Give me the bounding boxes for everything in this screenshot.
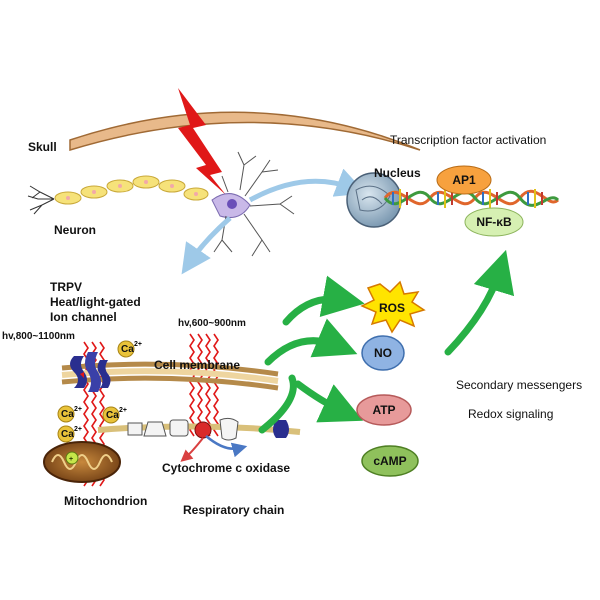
green-arrows — [258, 249, 515, 434]
redox-signaling-label: Redox signaling — [468, 407, 553, 421]
camp-label: cAMP — [373, 454, 406, 468]
mitochondrion-label: Mitochondrion — [64, 494, 147, 508]
skull-label: Skull — [28, 140, 57, 154]
camp-shape — [361, 445, 419, 477]
ap1-label: AP1 — [452, 173, 476, 187]
dna-helix — [383, 189, 560, 208]
ros-burst-icon — [360, 280, 426, 334]
no-label: NO — [374, 346, 392, 360]
skull — [69, 111, 421, 152]
ion-channel-label: Ion channel — [50, 310, 117, 324]
respiratory-label: Respiratory chain — [183, 503, 284, 517]
svg-text:2+: 2+ — [119, 407, 127, 414]
nfkb-label: NF-κB — [476, 215, 512, 229]
nfkb-shape — [464, 207, 524, 237]
trpv-channel-icon — [70, 352, 111, 392]
trpv-label: TRPV — [50, 280, 82, 294]
svg-text:+: + — [69, 456, 73, 463]
hv-short-label: hv,600~900nm — [178, 318, 246, 329]
secondary-messengers-label: Secondary messengers — [456, 378, 582, 392]
svg-text:2+: 2+ — [74, 426, 82, 433]
cytochrome-label: Cytochrome c oxidase — [162, 461, 290, 475]
svg-text:2+: 2+ — [134, 341, 142, 348]
light-wave-right-icon — [189, 333, 219, 437]
neuron — [27, 151, 295, 257]
cco-red-arrow — [180, 437, 204, 462]
hv-long-label: hv,800~1100nm — [2, 331, 75, 342]
atp-label: ATP — [372, 403, 395, 417]
lightning-bolt-icon — [178, 88, 226, 195]
cco-blue-arrow — [205, 435, 248, 458]
no-shape — [361, 335, 405, 371]
transcription-label: Transcription factor activation — [390, 133, 546, 147]
cell-membrane-label: Cell membrane — [154, 358, 240, 372]
neuron-to-nucleus-arrow — [248, 168, 367, 203]
svg-text:Ca: Ca — [106, 410, 119, 421]
ros-label: ROS — [379, 301, 405, 315]
ap1-shape — [436, 165, 492, 195]
mitochondrion-icon: + — [43, 441, 121, 483]
respiratory-chain — [97, 417, 301, 441]
svg-text:Ca: Ca — [61, 429, 74, 440]
nucleus-label: Nucleus — [374, 166, 421, 180]
neuron-dendrites-left-icon — [27, 185, 55, 215]
heat-light-label: Heat/light-gated — [50, 295, 141, 309]
svg-text:2+: 2+ — [74, 406, 82, 413]
atp-shape — [356, 394, 412, 426]
neuron-down-arrow — [181, 216, 232, 275]
svg-text:Ca: Ca — [61, 409, 74, 420]
neuron-body-icon — [211, 151, 295, 257]
neuron-label: Neuron — [54, 223, 96, 237]
svg-text:Ca: Ca — [121, 344, 134, 355]
